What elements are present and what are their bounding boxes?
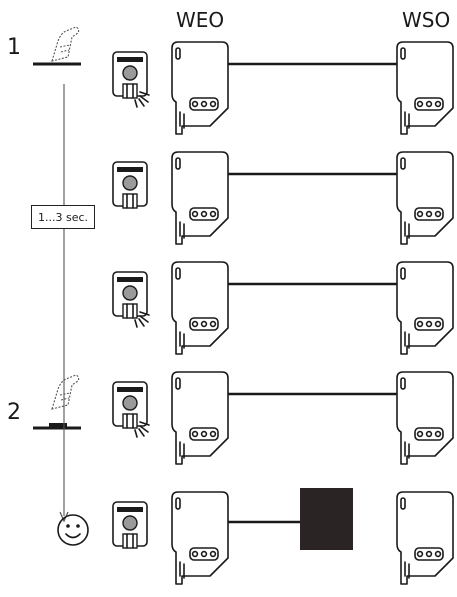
receiver-sensor	[396, 371, 454, 465]
status-indicator-icon	[112, 501, 148, 549]
step-2-number: 2	[7, 400, 21, 425]
push-button	[33, 423, 81, 430]
status-indicator-icon	[112, 51, 150, 108]
emitter-sensor	[171, 41, 229, 135]
receiver-sensor	[396, 151, 454, 245]
status-indicator-icon	[112, 271, 150, 328]
emitter-sensor	[171, 151, 229, 245]
status-indicator-icon	[112, 161, 148, 209]
emitter-sensor	[171, 491, 229, 585]
finger-press-icon	[51, 374, 80, 410]
emitter-label: WEO	[176, 8, 225, 32]
duration-label: 1...3 sec.	[31, 205, 95, 229]
receiver-sensor	[396, 261, 454, 355]
timeline-arrowhead	[59, 511, 69, 523]
receiver-sensor	[396, 491, 454, 585]
smiley-icon	[57, 514, 89, 546]
emitter-sensor	[171, 261, 229, 355]
emitter-sensor	[171, 371, 229, 465]
finger-press-icon	[51, 26, 80, 62]
status-indicator-icon	[112, 381, 150, 438]
blocking-object	[300, 488, 353, 550]
receiver-label: WSO	[402, 8, 451, 32]
step-1-number: 1	[7, 35, 21, 60]
receiver-sensor	[396, 41, 454, 135]
